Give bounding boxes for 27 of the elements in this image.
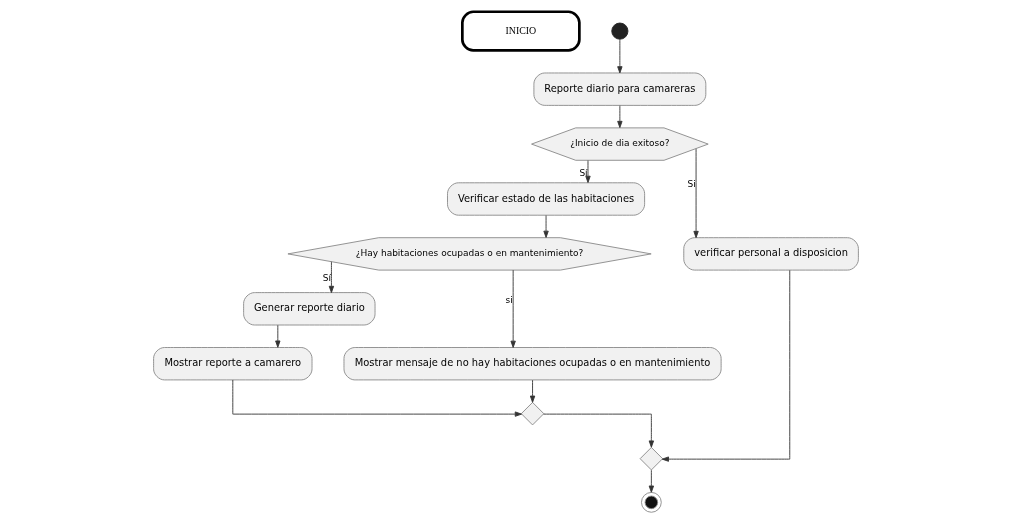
arrow — [328, 261, 334, 294]
arrow — [510, 269, 516, 348]
arrow — [616, 39, 623, 74]
edge-label: Sí — [322, 273, 331, 284]
edge-label: si — [504, 294, 513, 305]
arrow — [584, 160, 591, 183]
node-box: Reporte diario para camareras — [532, 72, 706, 106]
arrow — [542, 215, 549, 238]
node-box: Mostrar reporte a camarero — [152, 347, 312, 381]
arrow — [692, 148, 699, 239]
arrow — [231, 379, 522, 417]
edge-label: Sí — [578, 167, 588, 178]
edge-label: Si — [686, 179, 696, 190]
node-box: INICIO — [460, 10, 581, 52]
node-box: Generar reporte diario — [242, 292, 375, 326]
arrow — [616, 105, 623, 129]
node-circle — [610, 22, 628, 40]
arrow — [542, 413, 654, 448]
node-diamond — [639, 447, 663, 471]
arrow — [648, 469, 654, 493]
node-box: Mostrar mensaje de no hay habitaciones ocupadas o en mantenimiento — [343, 347, 722, 381]
arrow — [529, 379, 535, 403]
arrow — [274, 324, 280, 348]
arrow — [661, 269, 790, 462]
node-diamond — [520, 401, 544, 426]
node-box: verificar personal a disposicion — [682, 237, 859, 271]
node-box: Verificar estado de las habitaciones — [446, 182, 645, 216]
